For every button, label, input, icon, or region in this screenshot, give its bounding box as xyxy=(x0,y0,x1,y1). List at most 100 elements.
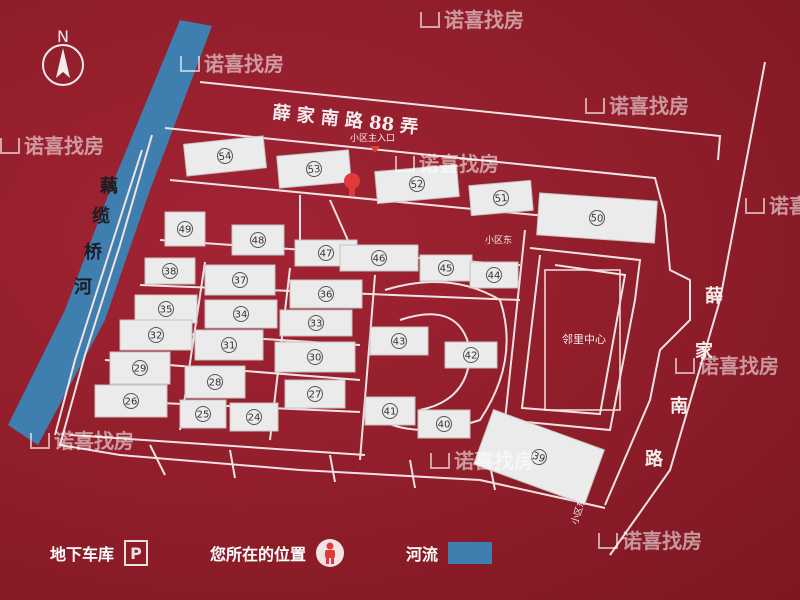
building-number: 43 xyxy=(393,337,406,348)
parking-icon: P xyxy=(124,540,149,566)
building-number: 32 xyxy=(150,331,163,342)
road-label-top: 薛 家 南 路 88 弄 xyxy=(271,101,419,138)
building-number-circle xyxy=(409,176,425,192)
building-number-circle xyxy=(486,267,502,283)
building-number: 53 xyxy=(307,164,321,176)
building-number-circle xyxy=(463,347,479,363)
building-number-circle xyxy=(158,301,174,317)
watermark: 诺喜找房 xyxy=(0,130,104,159)
building-53: 53 xyxy=(276,149,352,189)
building-number: 48 xyxy=(252,236,265,247)
building-number-circle xyxy=(132,360,148,376)
building-number: 30 xyxy=(309,353,322,364)
watermark: 诺喜找房 xyxy=(430,445,534,474)
building-51: 51 xyxy=(468,179,534,217)
building-38: 38 xyxy=(144,257,196,285)
river-char: 缆 xyxy=(92,205,110,227)
you-are-here-marker xyxy=(344,173,360,196)
building-28: 28 xyxy=(184,365,246,399)
watermark: 诺喜找房 xyxy=(598,525,702,554)
building-number-circle xyxy=(371,250,387,266)
watermark: 诺喜找房 xyxy=(30,425,134,454)
building-52: 52 xyxy=(374,163,460,205)
building-number: 37 xyxy=(234,276,247,287)
river-char: 桥 xyxy=(84,241,103,263)
building-number: 44 xyxy=(488,271,501,282)
legend-location: 您所在的位置 xyxy=(210,538,345,568)
building-number: 36 xyxy=(320,290,333,301)
river-swatch-icon xyxy=(448,542,493,564)
building-34: 34 xyxy=(204,299,278,329)
building-35: 35 xyxy=(134,294,198,324)
building-number: 26 xyxy=(125,397,138,408)
building-number-circle xyxy=(438,260,454,276)
road-char: 南 xyxy=(670,395,688,417)
building-44: 44 xyxy=(469,261,519,289)
building-number-circle xyxy=(306,161,322,177)
building-43: 43 xyxy=(369,326,429,356)
building-number-circle xyxy=(589,210,605,226)
building-number: 25 xyxy=(197,410,210,421)
building-number-circle xyxy=(436,416,452,432)
road-char: 路 xyxy=(645,448,664,470)
building-number: 46 xyxy=(373,254,386,265)
building-54: 54 xyxy=(182,135,268,177)
building-number: 42 xyxy=(465,351,478,362)
building-number-circle xyxy=(233,306,249,322)
watermark: 诺喜找房 xyxy=(395,148,499,177)
building-45: 45 xyxy=(419,254,473,282)
community-center-outline xyxy=(544,269,621,411)
building-number-circle xyxy=(207,374,223,390)
side-gate-label: 小区东 xyxy=(485,234,512,246)
building-number-circle xyxy=(493,190,509,206)
legend-parking-label: 地下车库 xyxy=(50,545,115,564)
building-26: 26 xyxy=(94,384,168,418)
watermark: 诺喜找房 xyxy=(745,190,800,219)
building-number: 50 xyxy=(590,213,603,225)
building-49: 49 xyxy=(164,211,206,247)
building-number-circle xyxy=(123,393,139,409)
building-24: 24 xyxy=(229,402,279,432)
building-number: 29 xyxy=(134,364,147,375)
building-number-circle xyxy=(307,386,323,402)
building-number: 35 xyxy=(160,305,173,316)
building-number: 28 xyxy=(209,378,222,389)
north-label: N xyxy=(57,27,69,46)
community-center-label: 邻里中心 xyxy=(562,333,606,346)
entrance-marker xyxy=(370,146,380,153)
building-number: 24 xyxy=(248,413,261,424)
building-number-circle xyxy=(318,286,334,302)
building-number-circle xyxy=(246,409,262,425)
river xyxy=(8,20,212,445)
watermark: 诺喜找房 xyxy=(420,4,524,33)
building-40: 40 xyxy=(417,409,471,439)
legend-river: 河流 xyxy=(406,538,493,568)
building-number-circle xyxy=(391,333,407,349)
building-number-circle xyxy=(307,349,323,365)
compass: N xyxy=(42,27,84,86)
person-icon xyxy=(316,539,345,567)
building-25: 25 xyxy=(179,399,227,429)
building-number: 27 xyxy=(309,390,322,401)
building-number-circle xyxy=(177,221,193,237)
building-number: 51 xyxy=(494,193,508,205)
building-number-circle xyxy=(221,337,237,353)
building-number-circle xyxy=(308,315,324,331)
building-50: 50 xyxy=(536,192,658,244)
building-number: 45 xyxy=(440,264,453,275)
building-number-circle xyxy=(195,406,211,422)
building-31: 31 xyxy=(194,329,264,361)
building-36: 36 xyxy=(289,279,363,309)
building-number-circle xyxy=(250,232,266,248)
building-number-circle xyxy=(232,272,248,288)
road-char: 薛 xyxy=(705,286,723,307)
building-37: 37 xyxy=(204,264,276,296)
building-number: 49 xyxy=(179,225,192,236)
legend-location-label: 您所在的位置 xyxy=(210,545,307,564)
building-29: 29 xyxy=(109,351,171,385)
building-number-circle xyxy=(162,263,178,279)
river-char: 藕 xyxy=(99,175,118,197)
legend-river-label: 河流 xyxy=(406,545,439,564)
